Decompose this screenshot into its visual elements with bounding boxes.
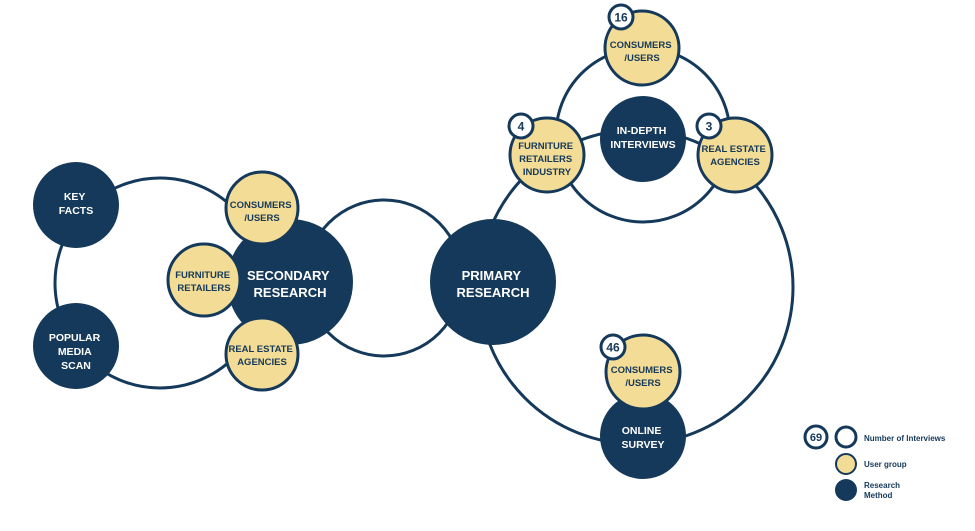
key-facts-label: KEY FACTS: [59, 191, 93, 217]
connector-rings: [53, 46, 795, 446]
popular-media-scan-node: POPULAR MEDIA SCAN: [33, 303, 119, 389]
interview-count-badge-real-estate: 3: [695, 112, 723, 140]
count-label: 46: [606, 341, 620, 355]
legend: 69 Number of Interviews User group Resea…: [803, 424, 946, 501]
interview-consumers-label: CONSUMERS /USERS: [610, 40, 674, 64]
legend-research-method-swatch: [835, 479, 857, 501]
secondary-research-label: SECONDARY RESEARCH: [247, 268, 333, 300]
popular-media-scan-label: POPULAR MEDIA SCAN: [49, 332, 103, 372]
online-survey-label: ONLINE SURVEY: [622, 425, 665, 451]
secondary-consumers-node: CONSUMERS /USERS: [224, 170, 300, 246]
legend-interviews-swatch: [834, 425, 858, 449]
interview-furniture-label: FURNITURE RETAILERS INDUSTRY: [518, 141, 576, 178]
legend-total-count: 69: [810, 432, 822, 444]
legend-user-group-label: User group: [864, 460, 907, 469]
secondary-furniture-node: FURNITURE RETAILERS: [166, 242, 242, 318]
legend-interviews-label: Number of Interviews: [864, 434, 946, 443]
legend-user-group-swatch: [835, 453, 857, 475]
secondary-real-estate-label: REAL ESTATE AGENCIES: [228, 344, 295, 368]
online-survey-node: ONLINE SURVEY: [600, 393, 686, 479]
interview-real-estate-label: REAL ESTATE AGENCIES: [701, 144, 768, 168]
legend-total-badge: 69: [803, 424, 829, 450]
interview-count-badge-furniture: 4: [507, 112, 535, 140]
interview-count-badge-survey: 46: [599, 333, 627, 361]
secondary-furniture-label: FURNITURE RETAILERS: [175, 270, 233, 294]
in-depth-interviews-node: IN-DEPTH INTERVIEWS: [600, 96, 686, 182]
count-label: 16: [614, 11, 628, 25]
count-label: 4: [518, 120, 525, 134]
count-label: 3: [706, 120, 713, 134]
interview-count-badge-consumers: 16: [607, 3, 635, 31]
key-facts-node: KEY FACTS: [33, 162, 119, 248]
secondary-real-estate-node: REAL ESTATE AGENCIES: [224, 316, 300, 392]
secondary-consumers-label: CONSUMERS /USERS: [230, 200, 294, 224]
primary-research-label: PRIMARY RESEARCH: [457, 268, 530, 300]
primary-research-node: PRIMARY RESEARCH: [430, 219, 556, 345]
legend-research-method-label: Research Method: [864, 481, 902, 500]
in-depth-interviews-label: IN-DEPTH INTERVIEWS: [610, 125, 675, 151]
secondary-research-node: SECONDARY RESEARCH: [227, 219, 353, 345]
survey-consumers-label: CONSUMERS /USERS: [611, 365, 675, 389]
